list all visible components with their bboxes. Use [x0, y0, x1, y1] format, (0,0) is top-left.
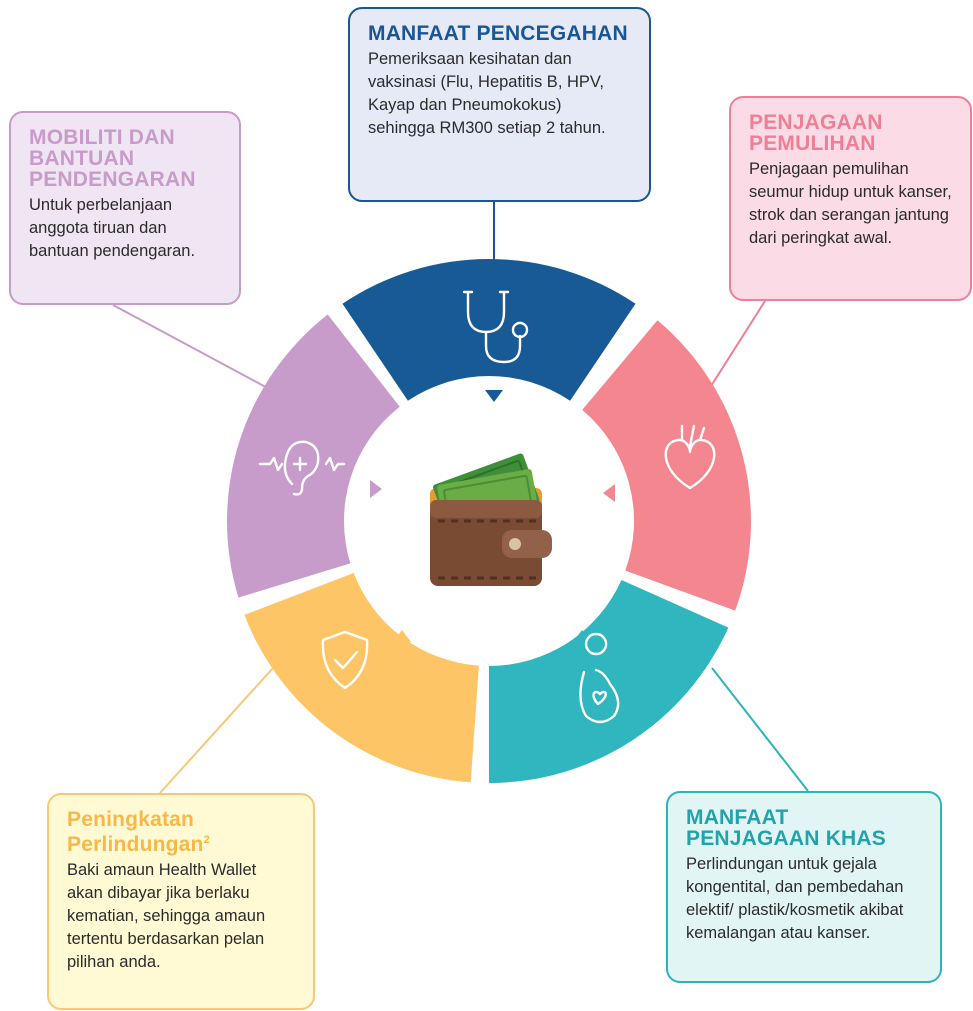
pregnant-woman-icon — [579, 632, 620, 724]
connector-left — [112, 304, 276, 393]
card-title: PENJAGAAN PEMULIHAN — [749, 111, 883, 155]
shield-check-icon — [321, 630, 369, 690]
segment-pointer — [603, 484, 615, 502]
card-peningkatan-perlindungan: Peningkatan Perlindungan2 Baki amaun Hea… — [47, 793, 315, 1010]
stethoscope-icon — [462, 290, 529, 364]
ring-segment-bottom-left — [244, 572, 479, 783]
ring-segment-left — [226, 314, 400, 598]
card-penjagaan-pemulihan: PENJAGAAN PEMULIHAN Penjagaan pemulihan … — [729, 96, 972, 301]
card-title-text: Peningkatan Perlindungan — [67, 808, 204, 856]
card-mobiliti-bantuan-pendengaran: MOBILITI DAN BANTUAN PENDENGARAN Untuk p… — [9, 111, 241, 305]
segment-pointer — [393, 630, 411, 642]
card-manfaat-pencegahan: MANFAAT PENCEGAHAN Pemeriksaan kesihatan… — [348, 7, 651, 202]
footnote-marker: 2 — [203, 834, 210, 846]
card-title: MANFAAT PENCEGAHAN — [368, 22, 628, 45]
connector-br — [711, 667, 809, 792]
card-text: Baki amaun Health Wallet akan dibayar ji… — [67, 861, 266, 971]
card-title: Peningkatan Perlindungan2 — [67, 809, 295, 855]
connector-right — [705, 300, 766, 395]
card-title: MANFAAT PENJAGAAN KHAS — [686, 806, 886, 850]
card-manfaat-penjagaan-khas: MANFAAT PENJAGAAN KHAS Perlindungan untu… — [666, 791, 942, 983]
heart-icon — [664, 424, 716, 490]
wallet-icon — [430, 453, 552, 586]
card-text: Perlindungan untuk gejala kongentital, d… — [686, 855, 904, 942]
card-title: MOBILITI DAN BANTUAN PENDENGARAN — [29, 126, 196, 191]
ring-segment-top — [342, 259, 636, 401]
segment-pointer — [485, 390, 503, 402]
card-text: Untuk perbelanjaan anggota tiruan dan ba… — [29, 196, 196, 260]
segment-pointer — [370, 480, 382, 498]
ring-segment-right — [582, 320, 751, 611]
card-text: Penjagaan pemulihan seumur hidup untuk k… — [749, 160, 952, 247]
card-text: Pemeriksaan kesihatan dan vaksinasi (Flu… — [368, 50, 606, 137]
ear-hearing-icon — [258, 440, 346, 496]
connector-bl — [159, 667, 274, 794]
